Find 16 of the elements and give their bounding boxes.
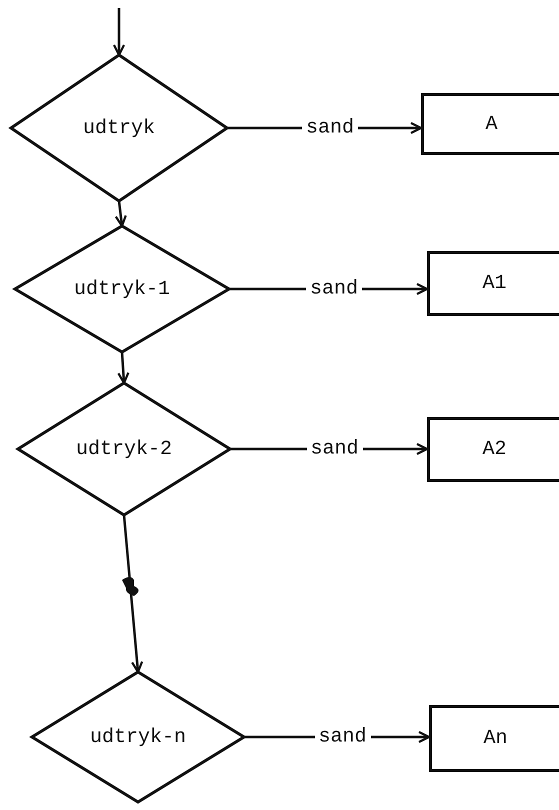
process-box [429, 705, 559, 772]
node-text: A [485, 112, 498, 136]
node-text: A1 [482, 272, 506, 295]
arrow [114, 200, 127, 228]
arrow [112, 8, 126, 56]
node-text: udtryk-n [90, 726, 186, 748]
node-text: A2 [482, 438, 506, 461]
node-text: An [483, 727, 508, 750]
node-text: udtryk-1 [74, 278, 170, 300]
process-box [427, 417, 559, 482]
arrow [122, 514, 144, 674]
process-box [421, 93, 559, 155]
node-text: udtryk [82, 116, 155, 140]
process-box [427, 251, 559, 316]
arrow [117, 352, 130, 384]
node-text: udtryk-2 [76, 438, 172, 460]
